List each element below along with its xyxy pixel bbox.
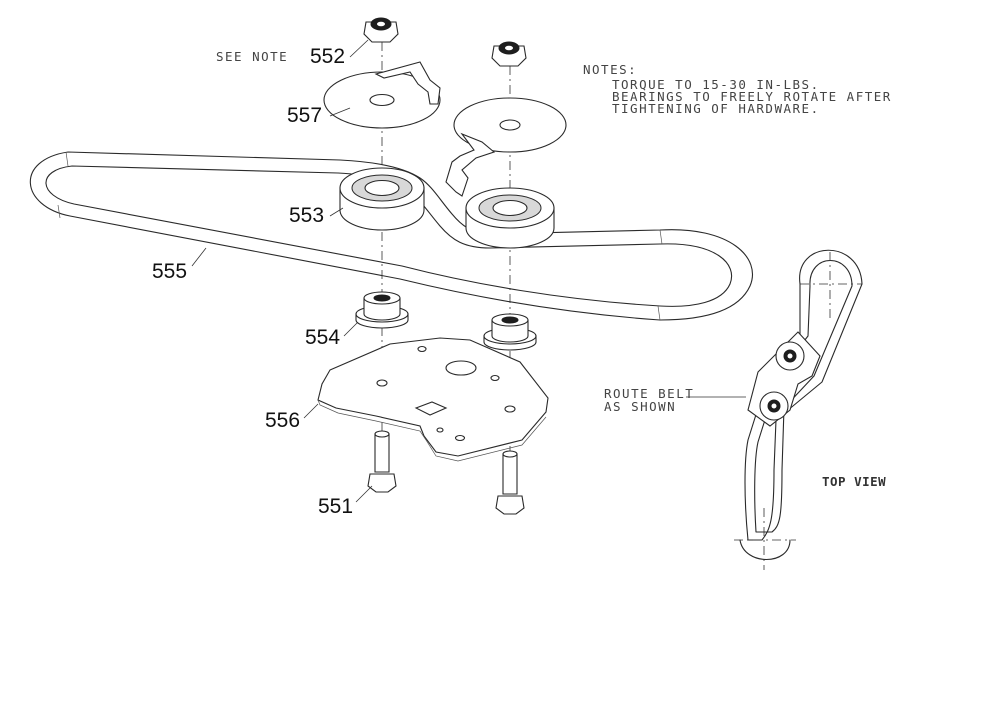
callout-551: 551 [318,495,353,518]
note-line-3: TIGHTENING OF HARDWARE. [612,101,820,116]
callout-552: 552 [310,45,345,68]
callout-554: 554 [305,326,340,349]
callout-leaders [191,39,746,503]
notes-heading: NOTES: [583,62,637,77]
bearing-right [465,187,555,249]
top-view-label: TOP VIEW [822,474,886,489]
guard-right [445,97,567,197]
route-belt-label-1: ROUTE BELT [604,386,694,401]
guard-557 [323,61,441,129]
note-line-2: BEARINGS TO FREELY ROTATE AFTER [612,89,892,104]
callout-556: 556 [265,409,300,432]
callout-553: 553 [289,204,324,227]
nut-right [491,41,527,67]
nut-552-left [363,17,399,43]
callout-557: 557 [287,104,322,127]
bolt-551-left [367,430,397,493]
top-view-inset [734,249,863,570]
callout-numbers: 552 557 553 555 554 556 551 [152,45,353,518]
bolt-right [495,450,525,515]
callout-555: 555 [152,260,187,283]
notes-block: NOTES: TORQUE TO 15-30 IN-LBS. BEARINGS … [583,62,892,116]
see-note-label: SEE NOTE [216,49,288,64]
note-line-1: TORQUE TO 15-30 IN-LBS. [612,77,820,92]
spacer-554-left [355,291,409,329]
plate-556 [317,337,549,462]
bearing-553-left [339,167,425,231]
route-belt-label-2: AS SHOWN [604,399,676,414]
spacer-right [483,313,537,351]
